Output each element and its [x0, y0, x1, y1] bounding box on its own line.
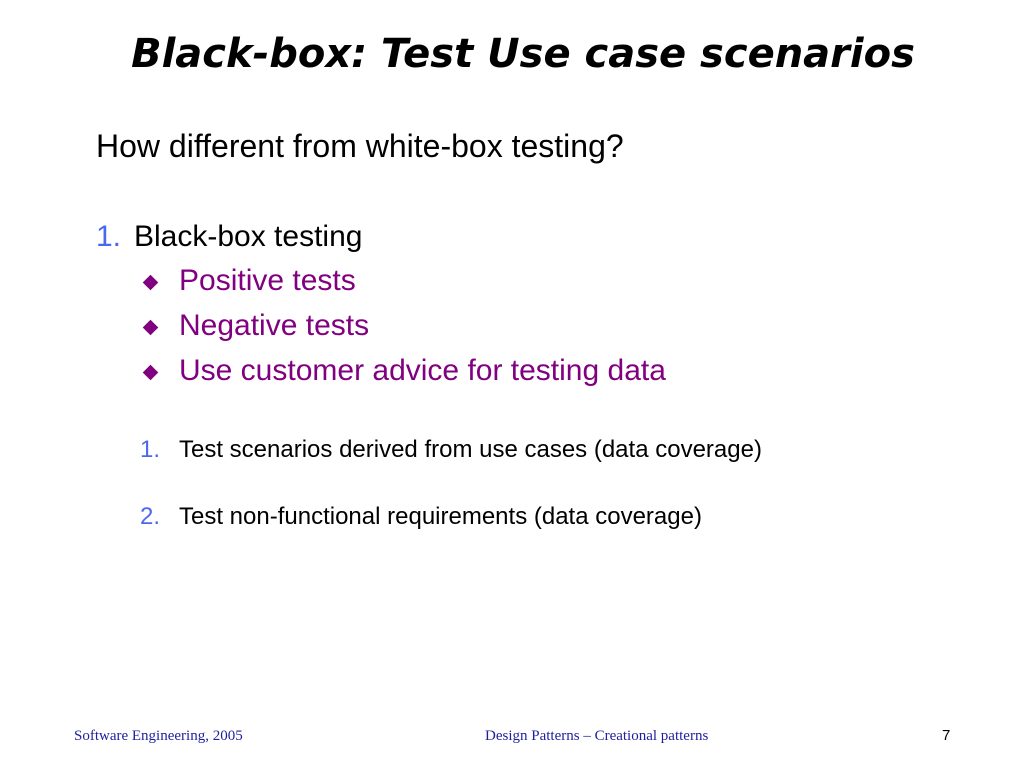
subitem-non-functional: Test non-functional requirements (data c…: [179, 503, 702, 530]
subitem-number-1: 1.: [140, 436, 161, 463]
page-number: 7: [942, 727, 951, 744]
diamond-bullet-icon: [142, 274, 159, 291]
footer-center: Design Patterns – Creational patterns: [485, 728, 709, 744]
question-text: How different from white-box testing?: [96, 128, 624, 164]
bullet-customer-advice: Use customer advice for testing data: [179, 354, 666, 387]
slide-title: Black-box: Test Use case scenarios: [131, 31, 915, 77]
bullet-positive-tests: Positive tests: [179, 264, 356, 297]
diamond-bullet-icon: [142, 364, 159, 381]
list-number-1: 1.: [96, 220, 122, 253]
bullet-negative-tests: Negative tests: [179, 309, 370, 342]
subitem-test-scenarios: Test scenarios derived from use cases (d…: [179, 436, 762, 463]
diamond-bullet-icon: [142, 319, 159, 336]
list-item-black-box-testing: Black-box testing: [134, 220, 363, 253]
footer-left: Software Engineering, 2005: [74, 728, 243, 744]
subitem-number-2: 2.: [140, 503, 161, 530]
